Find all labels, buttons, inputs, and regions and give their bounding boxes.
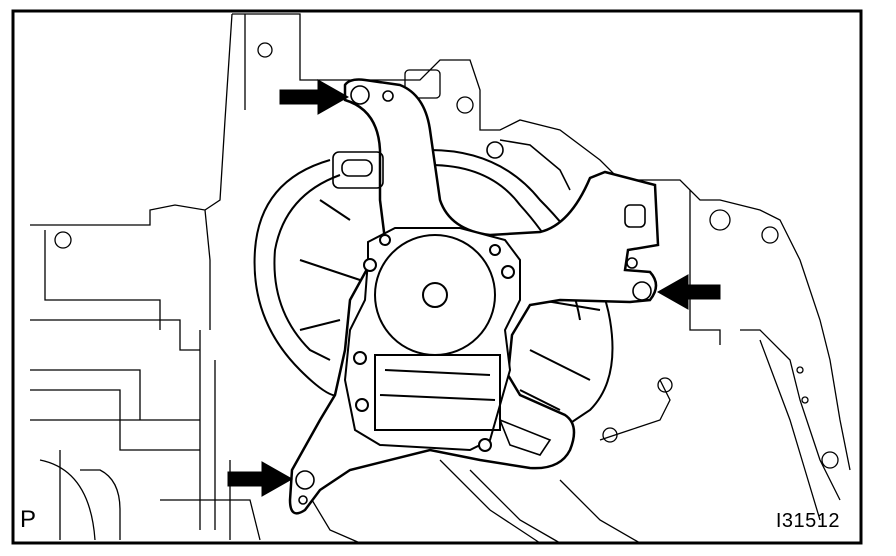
callout-arrows (227, 79, 721, 497)
view-label: P (20, 506, 37, 533)
rotor-assembly (253, 149, 614, 431)
top-screw-arrow (279, 79, 350, 115)
right-screw-arrow (656, 274, 721, 310)
servo-motor (343, 227, 521, 452)
drawing-border (11, 9, 863, 545)
figure-code: I31512 (775, 510, 840, 532)
bottom-screw-arrow (227, 461, 294, 497)
bracket-details (295, 85, 652, 505)
background-housing (30, 13, 851, 544)
